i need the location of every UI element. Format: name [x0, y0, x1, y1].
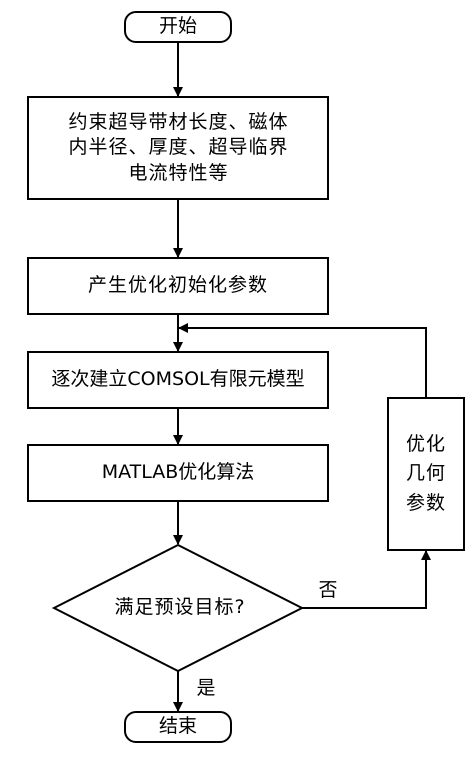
optimize-geometry-text: 优化 几何 参数: [388, 398, 464, 550]
branch-yes-label: 是: [196, 677, 216, 700]
constraints-line-1: 约束超导带材长度、磁体: [68, 110, 289, 133]
optimize-line-2: 几何: [405, 462, 446, 485]
init-params-label: 产生优化初始化参数: [87, 274, 268, 297]
end-terminal: [124, 711, 232, 743]
arrow-decision-to-optimize: [302, 550, 431, 609]
comsol-model-label: 逐次建立COMSOL有限元模型: [51, 368, 305, 391]
constraints-line-3: 电流特性等: [128, 161, 229, 184]
optimize-line-3: 参数: [405, 491, 446, 514]
optimize-line-1: 优化: [405, 432, 446, 455]
decision-label: 满足预设目标?: [114, 596, 246, 619]
constraints-line-2: 内半径、厚度、超导临界: [68, 136, 289, 159]
start-label: 开始: [158, 15, 197, 38]
matlab-label: MATLAB优化算法: [101, 461, 255, 484]
arrow-optimize-loop-back: [178, 323, 427, 398]
constraints-text: 约束超导带材长度、磁体 内半径、厚度、超导临界 电流特性等: [36, 104, 321, 192]
end-label: 结束: [158, 715, 197, 738]
branch-no-label: 否: [318, 579, 338, 602]
